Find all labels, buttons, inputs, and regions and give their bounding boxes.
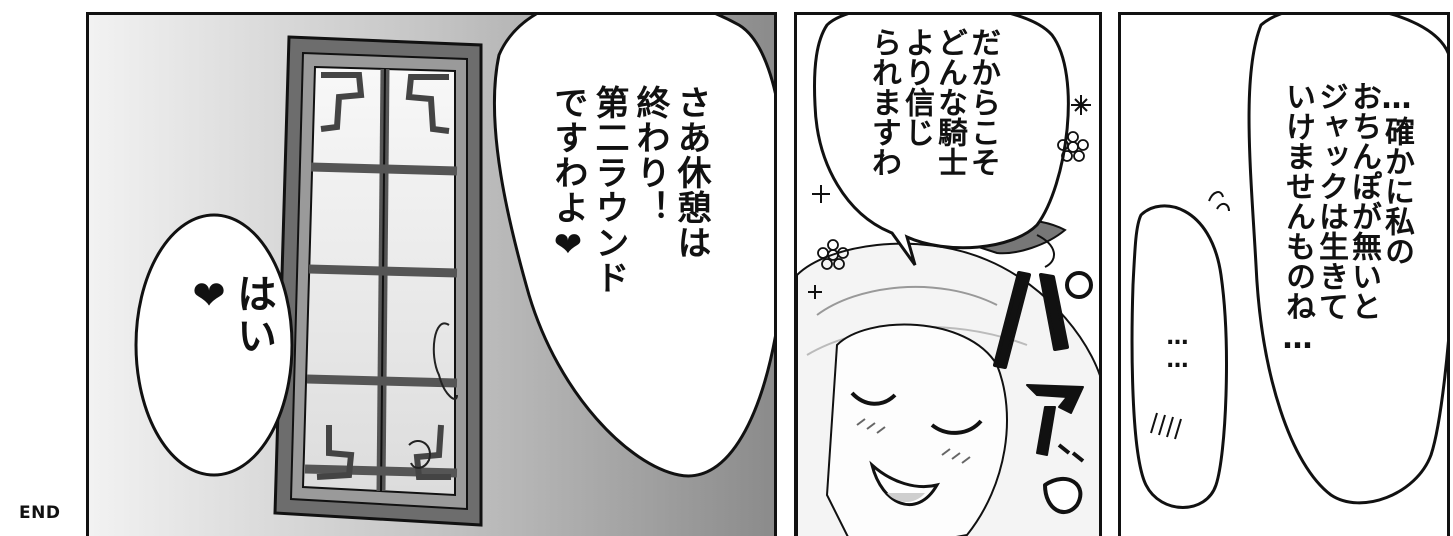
speech-text-reply-hai: はい❤ <box>186 273 276 357</box>
end-label: END <box>19 503 61 523</box>
panel-smiling-girl: だからこそどんな騎士より信じられますわ <box>794 12 1102 536</box>
speech-text-ellipsis: …… <box>1165 325 1190 371</box>
sfx-pa-text <box>993 271 1093 515</box>
flower-icon <box>817 131 1089 270</box>
panel-dialogue: …確かに私のおちんぽが無いとジャックは生きていけませんものね… …… <box>1118 12 1450 536</box>
speech-bubble-main <box>492 15 774 478</box>
speech-text-start-round: さあ休憩は終わり！第二ラウンドですわよ❤ <box>548 85 711 295</box>
speech-text-dependence: …確かに私のおちんぽが無いとジャックは生きていけませんものね… <box>1280 81 1414 356</box>
panel-window-scene: さあ休憩は終わり！第二ラウンドですわよ❤ はい❤ <box>86 12 777 536</box>
girl-illustration <box>797 15 1099 536</box>
speech-text-trust: だからこそどんな騎士より信じられますわ <box>866 27 1000 177</box>
sparkle-icon <box>808 95 1091 299</box>
window-illustration <box>89 15 774 536</box>
dialogue-illustration <box>1121 15 1447 536</box>
